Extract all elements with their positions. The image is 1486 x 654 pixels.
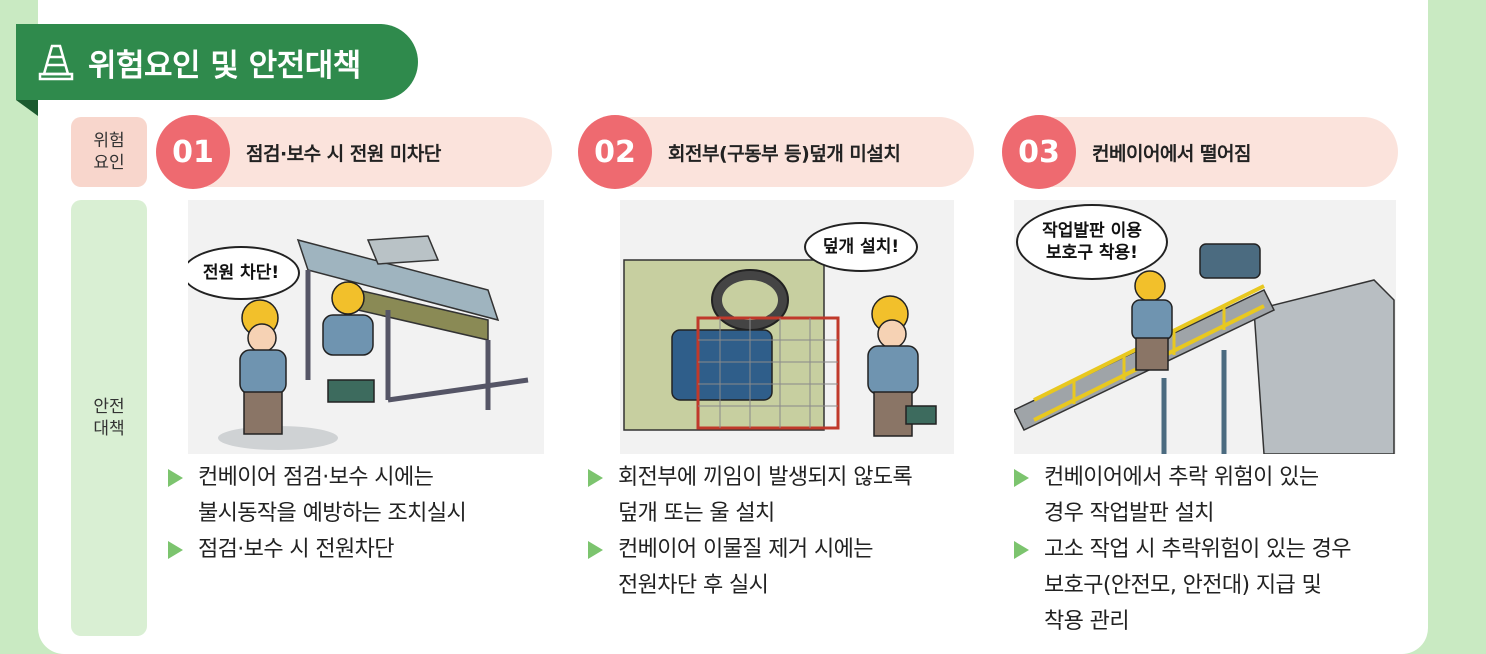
rotating-part-guard-illustration xyxy=(623,259,937,437)
traffic-cone-icon xyxy=(38,44,74,81)
risk-label: 컨베이어에서 떨어짐 xyxy=(1092,142,1251,165)
triangle-bullet-icon xyxy=(1014,541,1029,559)
triangle-bullet-icon xyxy=(168,541,183,559)
section-title: 위험요인 및 안전대책 xyxy=(88,47,361,84)
measure-item: 컨베이어에서 추락 위험이 있는 경우 작업발판 설치 xyxy=(1014,460,1424,532)
measure-line: 경우 작업발판 설치 xyxy=(1044,501,1215,526)
measure-line: 전원차단 후 실시 xyxy=(618,573,769,598)
speech-bubble: 전원 차단! xyxy=(188,246,300,300)
work-platform-illustration xyxy=(1014,243,1395,454)
risk-label: 점검·보수 시 전원 미차단 xyxy=(246,142,441,165)
measure-line: 착용 관리 xyxy=(1044,609,1130,634)
measure-item: 컨베이어 이물질 제거 시에는 전원차단 후 실시 xyxy=(588,532,988,604)
risk-number: 03 xyxy=(1002,115,1076,189)
speech-bubble: 덮개 설치! xyxy=(804,222,918,272)
triangle-bullet-icon xyxy=(1014,469,1029,487)
risk-label: 회전부(구동부 등)덮개 미설치 xyxy=(668,142,901,165)
risk-row-label: 위험 요인 xyxy=(71,117,147,187)
measure-line: 회전부에 끼임이 발생되지 않도록 xyxy=(618,465,913,490)
triangle-bullet-icon xyxy=(588,469,603,487)
conveyor-maintenance-illustration xyxy=(218,235,529,450)
risk-item-2: 02 회전부(구동부 등)덮개 미설치 xyxy=(578,115,974,189)
measure-item: 점검·보수 시 전원차단 xyxy=(168,532,568,568)
section-title-tab: 위험요인 및 안전대책 xyxy=(16,24,418,100)
risk-number: 02 xyxy=(578,115,652,189)
measure-line: 컨베이어 이물질 제거 시에는 xyxy=(618,537,873,562)
risk-item-1: 01 점검·보수 시 전원 미차단 xyxy=(156,115,552,189)
measure-line: 컨베이어에서 추락 위험이 있는 xyxy=(1044,465,1319,490)
illustration-guard: 덮개 설치! xyxy=(620,200,954,454)
measure-line: 덮개 또는 울 설치 xyxy=(618,501,775,526)
measure-item: 고소 작업 시 추락위험이 있는 경우 보호구(안전모, 안전대) 지급 및 착… xyxy=(1014,532,1424,640)
safety-measures-1: 컨베이어 점검·보수 시에는 불시동작을 예방하는 조치실시 점검·보수 시 전… xyxy=(168,460,568,568)
triangle-bullet-icon xyxy=(588,541,603,559)
measure-line: 보호구(안전모, 안전대) 지급 및 xyxy=(1044,573,1322,598)
measure-line: 컨베이어 점검·보수 시에는 xyxy=(198,465,434,490)
illustration-power-off: 전원 차단! xyxy=(188,200,544,454)
measure-item: 회전부에 끼임이 발생되지 않도록 덮개 또는 울 설치 xyxy=(588,460,988,532)
measure-item: 컨베이어 점검·보수 시에는 불시동작을 예방하는 조치실시 xyxy=(168,460,568,532)
triangle-bullet-icon xyxy=(168,469,183,487)
risk-item-3: 03 컨베이어에서 떨어짐 xyxy=(1002,115,1398,189)
illustration-fall: 작업발판 이용 보호구 착용! xyxy=(1014,200,1396,454)
measure-line: 불시동작을 예방하는 조치실시 xyxy=(198,501,467,526)
safety-measures-3: 컨베이어에서 추락 위험이 있는 경우 작업발판 설치 고소 작업 시 추락위험… xyxy=(1014,460,1424,640)
title-fold xyxy=(16,100,38,116)
measure-line: 점검·보수 시 전원차단 xyxy=(198,537,395,562)
safety-row-label: 안전 대책 xyxy=(71,200,147,636)
risk-number: 01 xyxy=(156,115,230,189)
measure-line: 고소 작업 시 추락위험이 있는 경우 xyxy=(1044,537,1352,562)
speech-bubble: 작업발판 이용 보호구 착용! xyxy=(1016,204,1168,280)
safety-measures-2: 회전부에 끼임이 발생되지 않도록 덮개 또는 울 설치 컨베이어 이물질 제거… xyxy=(588,460,988,604)
